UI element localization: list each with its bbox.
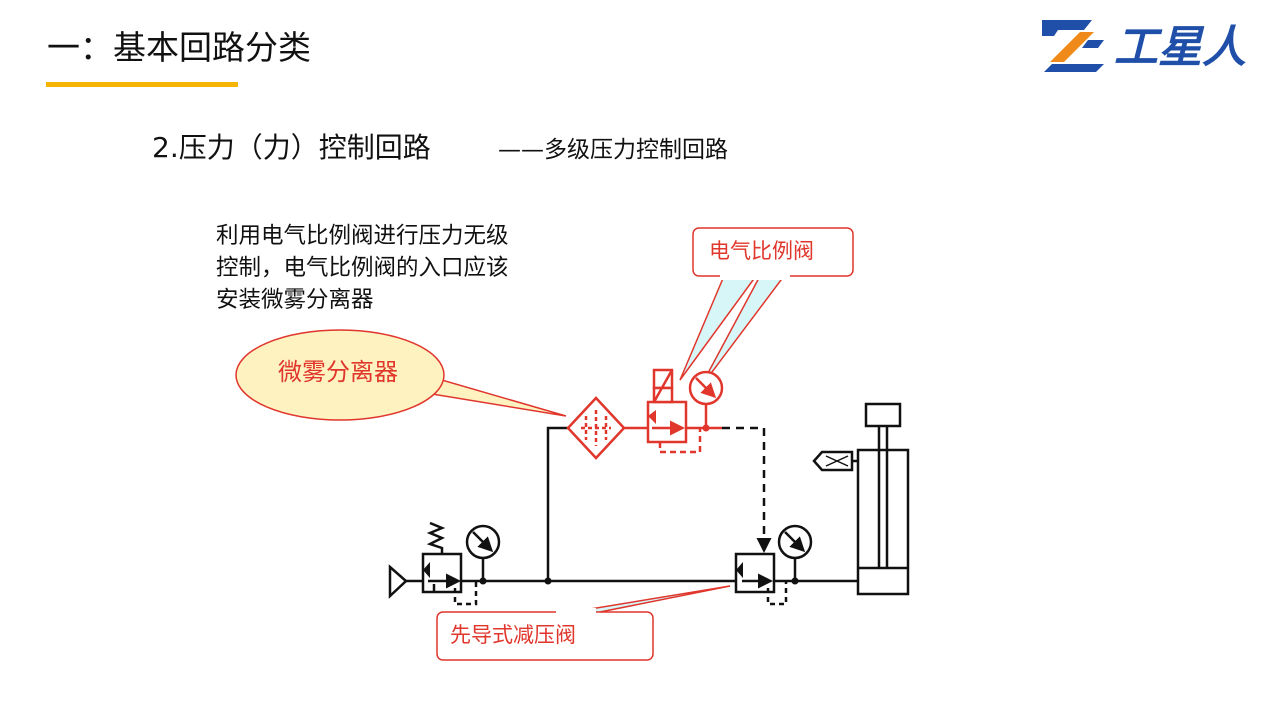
page-title: 一：基本回路分类: [47, 28, 311, 67]
gauge-icon: [688, 370, 724, 428]
cylinder-icon: [856, 402, 910, 596]
callout-label-proportional-valve: 电气比例阀: [709, 239, 814, 263]
air-source-icon: [388, 564, 408, 599]
callout-label-pilot-valve: 先导式减压阀: [450, 623, 576, 647]
callout-proportional-valve: [679, 227, 854, 389]
valve-icon: [646, 368, 702, 454]
gauge-icon: [465, 524, 501, 581]
description: 利用电气比例阀进行压力无级 控制，电气比例阀的入口应该 安装微雾分离器: [216, 220, 596, 316]
gauge-icon: [777, 524, 813, 581]
callout-mist-separator: [235, 329, 567, 421]
description-line: 安装微雾分离器: [216, 287, 374, 313]
logo-text: 工星人: [1114, 23, 1246, 72]
exhaust-icon: [812, 450, 858, 472]
section-subheading: ——多级压力控制回路: [498, 137, 728, 163]
logo-icon: 工星人: [1042, 20, 1246, 72]
callout-label-mist-separator: 微雾分离器: [278, 358, 398, 386]
description-line: 控制，电气比例阀的入口应该: [216, 255, 509, 281]
logo: 工星人: [1034, 14, 1270, 76]
filter-icon: [566, 396, 626, 460]
section-heading: 2.压力（力）控制回路: [152, 131, 431, 164]
callout-pilot-valve: [436, 585, 731, 661]
description-line: 利用电气比例阀进行压力无级: [216, 223, 509, 249]
spring-icon: [426, 521, 446, 554]
valve-icon: [734, 552, 788, 606]
pilot-line: [722, 426, 772, 553]
title-underline: [46, 82, 238, 87]
valve-icon: [421, 552, 478, 606]
